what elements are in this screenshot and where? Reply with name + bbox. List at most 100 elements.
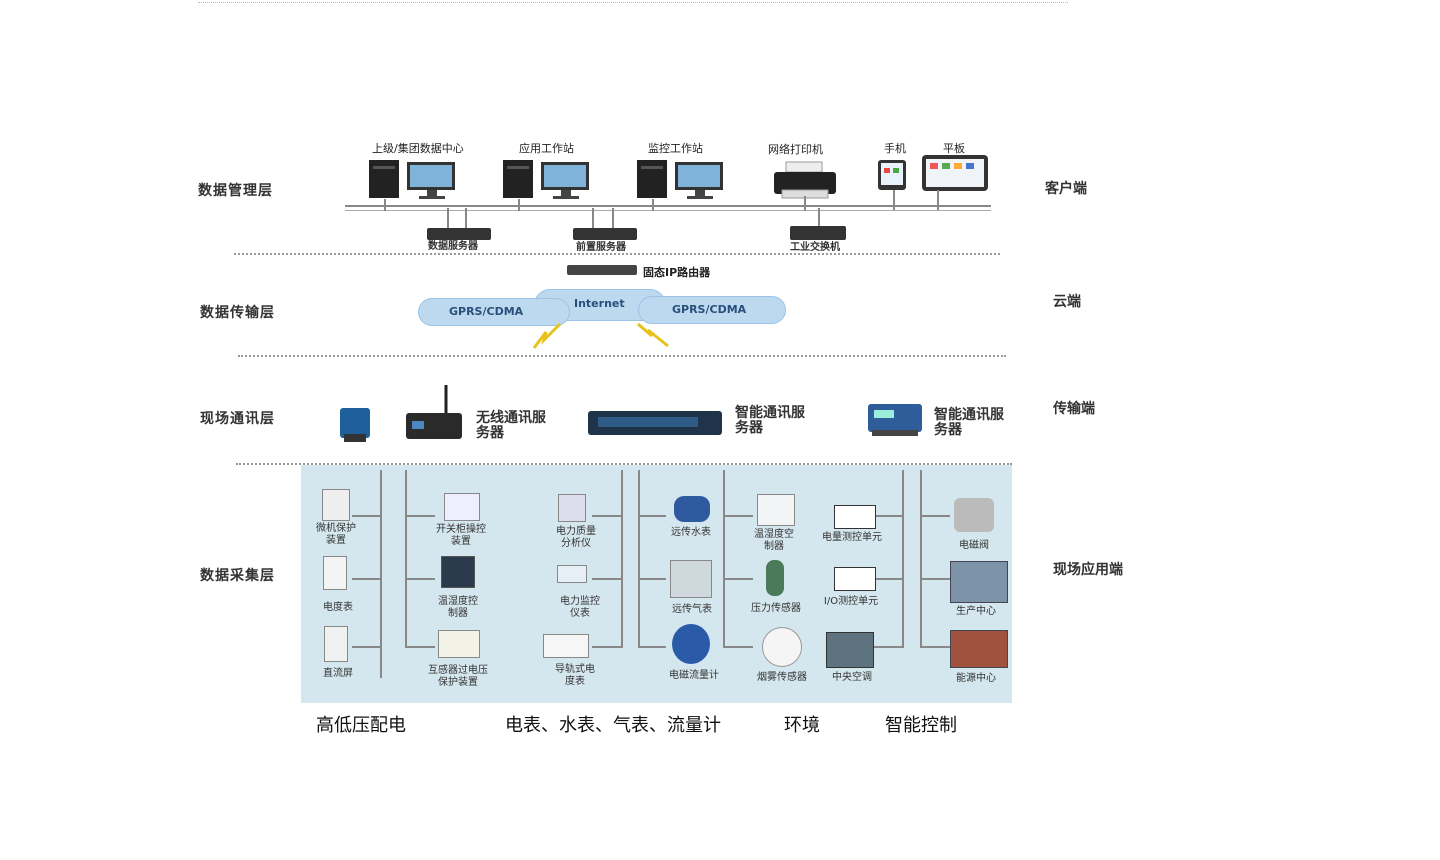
bus-line [902, 470, 904, 648]
bus-stub [920, 515, 950, 517]
smart-server-2-icon [866, 400, 926, 442]
relay-protection-icon [322, 489, 350, 521]
switch-label: 工业交换机 [790, 242, 840, 253]
power-monitor-icon [557, 565, 587, 583]
smart-server-1-label: 智能通讯服务器 [735, 406, 805, 436]
bus-stub [920, 578, 950, 580]
phone-label: 手机 [884, 142, 906, 155]
wireless-server-text: 无线通讯服务器 [476, 410, 546, 441]
drop-line [804, 196, 806, 211]
layer-label-management: 数据管理层 [198, 183, 273, 199]
rail-meter-icon [543, 634, 589, 658]
network-printer-label: 网络打印机 [768, 143, 823, 156]
collection-item: 压力传感器 [751, 603, 801, 614]
collection-item: 互感器过电压保护装置 [428, 665, 488, 688]
bus-line [638, 470, 640, 648]
dc-panel-icon [324, 626, 348, 662]
collection-item: 开关柜操控装置 [436, 524, 486, 547]
bus-stub [874, 578, 902, 580]
cloud-right [638, 296, 786, 324]
cloud-left [418, 298, 570, 326]
lightning-icon [634, 322, 674, 356]
lightning-icon [530, 322, 570, 356]
solenoid-valve-icon [954, 498, 994, 532]
internet-label: Internet [574, 297, 625, 310]
gprs-left-label: GPRS/CDMA [449, 305, 524, 318]
th-air-icon [757, 494, 795, 526]
tablet-label: 平板 [943, 142, 965, 155]
collection-item: 温湿度空制器 [754, 529, 794, 552]
pressure-sensor-icon [766, 560, 784, 596]
smart-server-2-label: 智能通讯服务器 [934, 408, 1004, 438]
layer-separator-2 [238, 355, 1006, 357]
collection-item: 电量测控单元 [822, 532, 882, 543]
data-server-icon [427, 228, 491, 240]
bus-stub [592, 578, 621, 580]
overvoltage-icon [438, 630, 480, 658]
drop-line [893, 190, 895, 210]
wireless-server-label: 无线通讯服务器 [476, 411, 546, 441]
bus-line [621, 470, 623, 648]
app-station-label: 应用工作站 [519, 142, 574, 155]
bus-stub [874, 646, 902, 648]
smoke-sensor-icon [762, 627, 802, 667]
wireless-server-icon [404, 383, 466, 449]
data-server-label: 数据服务器 [428, 241, 478, 252]
bus-stub [405, 646, 435, 648]
collection-item: 电力监控仪表 [560, 596, 600, 619]
bus-stub [592, 515, 621, 517]
drop-line [612, 208, 614, 228]
drop-line [518, 199, 520, 211]
workstation-icon-2 [503, 158, 593, 206]
workstation-icon-3 [637, 158, 727, 206]
group-center-label: 上级/集团数据中心 [372, 142, 464, 155]
th-controller-icon [441, 556, 475, 588]
bus-line [380, 470, 382, 678]
front-server-icon [573, 228, 637, 240]
collection-item: 电力质量分析仪 [556, 526, 596, 549]
collection-item: 远传气表 [672, 604, 712, 615]
side-label-field-app: 现场应用端 [1053, 562, 1123, 578]
bus-stub [723, 515, 753, 517]
drop-line [384, 199, 386, 211]
bus-line [405, 470, 407, 648]
switch-icon [790, 226, 846, 240]
flowmeter-icon [672, 624, 710, 664]
collection-item: 电磁流量计 [669, 670, 719, 681]
network-bus-line [345, 205, 991, 207]
smart-server-2-text: 智能通讯服务器 [934, 407, 1004, 438]
layer-separator-3 [236, 463, 1012, 465]
collection-item: 微机保护装置 [316, 523, 356, 546]
bus-line [723, 470, 725, 648]
bus-stub [405, 578, 435, 580]
drop-line [652, 199, 654, 211]
energy-meter-icon [323, 556, 347, 590]
side-label-client: 客户端 [1045, 181, 1087, 197]
bus-stub [638, 646, 666, 648]
collection-item: 中央空调 [832, 672, 872, 683]
category-env: 环境 [784, 715, 820, 736]
drop-line [465, 208, 467, 228]
collection-item: 电磁阀 [959, 540, 989, 551]
bus-stub [920, 646, 950, 648]
central-ac-icon [826, 632, 874, 668]
layer-label-collection: 数据采集层 [200, 568, 275, 584]
workstation-icon-1 [369, 158, 459, 206]
energy-unit-icon [834, 505, 876, 529]
collection-item: 烟雾传感器 [757, 672, 807, 683]
bus-stub [723, 578, 753, 580]
phone-icon [878, 160, 908, 196]
bus-stub [592, 646, 621, 648]
switchgear-icon [444, 493, 480, 521]
collection-item: 电度表 [323, 602, 353, 613]
bus-line [920, 470, 922, 648]
router-label: 固态IP路由器 [643, 266, 711, 279]
bus-stub [723, 646, 753, 648]
side-label-cloud: 云端 [1053, 294, 1081, 310]
bus-stub [638, 515, 666, 517]
collection-panel [301, 465, 1012, 703]
bus-stub [874, 515, 902, 517]
smart-server-1-icon [588, 405, 724, 441]
bus-stub [352, 578, 380, 580]
collection-item: I/O测控单元 [823, 596, 879, 607]
